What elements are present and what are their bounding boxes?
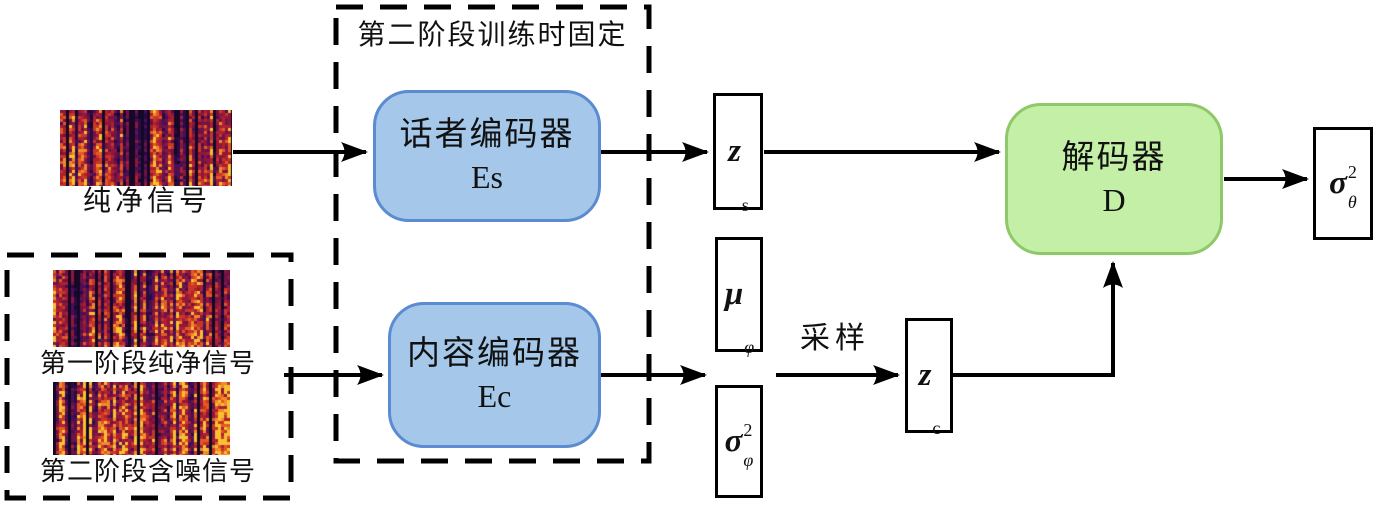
speaker-encoder-box: 话者编码器 Es	[373, 90, 601, 222]
sigma-phi-symbol: σ	[724, 423, 743, 459]
stage2-input-label: 第二阶段含噪信号	[39, 457, 256, 486]
clean-signal-label: 纯净信号	[82, 186, 211, 217]
mu-phi-symbol: μ	[724, 276, 744, 312]
frozen-dashed-box	[333, 4, 652, 464]
decoder-box: 解码器 D	[1005, 103, 1223, 255]
stage1-input-label: 第一阶段纯净信号	[39, 349, 256, 378]
clean-signal-spectrogram	[60, 110, 232, 186]
frozen-box-title: 第二阶段训练时固定	[357, 20, 628, 51]
arrow-zc-to-decoder	[953, 261, 1123, 377]
stage2-noisy-spectrogram	[53, 382, 230, 455]
decoder-symbol: D	[1102, 181, 1126, 218]
zs-symbol: z	[728, 133, 741, 169]
content-encoder-symbol: Ec	[477, 377, 512, 414]
sampling-label: 采样	[800, 322, 870, 355]
speaker-encoder-name: 话者编码器	[399, 117, 575, 154]
speaker-encoder-symbol: Es	[471, 158, 503, 195]
stage1-clean-spectrogram	[53, 270, 230, 347]
decoder-name: 解码器	[1061, 140, 1167, 177]
zc-symbol: z	[918, 357, 932, 393]
content-encoder-name: 内容编码器	[407, 336, 582, 373]
content-encoder-box: 内容编码器 Ec	[388, 302, 601, 448]
sigma-theta-symbol: σ	[1329, 165, 1347, 201]
